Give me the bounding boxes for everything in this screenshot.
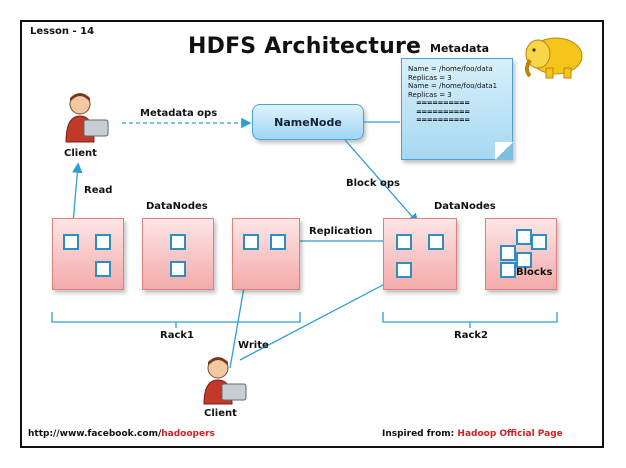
block: [428, 234, 444, 250]
datanode-1: [52, 218, 124, 290]
block: [531, 234, 547, 250]
datanode-2: [142, 218, 214, 290]
footer-inspired-source: Hadoop Official Page: [457, 429, 563, 439]
metadata-document: Name = /home/foo/data Replicas = 3 Name …: [401, 58, 513, 160]
lesson-label: Lesson - 14: [30, 26, 95, 37]
blocks-label: Blocks: [516, 267, 553, 278]
footer-inspired-prefix: Inspired from:: [382, 429, 458, 439]
namenode-box: NameNode: [252, 104, 364, 140]
block: [500, 262, 516, 278]
footer-inspired: Inspired from: Hadoop Official Page: [382, 429, 563, 439]
metadata-heading: Metadata: [430, 42, 490, 55]
hadoop-elephant-icon: [525, 37, 583, 79]
block: [396, 262, 412, 278]
metadata-line: Replicas = 3: [408, 90, 452, 99]
footer-url-prefix: http://www.facebook.com/: [28, 429, 162, 439]
datanode-5: Blocks: [485, 218, 557, 290]
block: [270, 234, 286, 250]
datanode-3: [232, 218, 300, 290]
metadata-line: ==========: [416, 99, 470, 107]
metadata-line: Name = /home/foo/data: [408, 65, 493, 73]
block-ops-arrow: [344, 139, 419, 224]
block: [95, 234, 111, 250]
footer-url[interactable]: http://www.facebook.com/hadoopers: [28, 429, 215, 439]
block: [500, 245, 516, 261]
rack2-brace: [382, 312, 558, 323]
rack1-brace: [51, 312, 301, 323]
metadata-ops-label: Metadata ops: [140, 108, 218, 119]
footer-url-handle: hadoopers: [161, 429, 215, 439]
block: [516, 229, 532, 245]
write-label: Write: [238, 340, 269, 351]
block: [516, 252, 532, 268]
block: [396, 234, 412, 250]
datanodes-right-label: DataNodes: [434, 201, 496, 212]
datanode-4: [383, 218, 457, 290]
client-bottom-label: Client: [204, 408, 237, 419]
replication-label: Replication: [309, 226, 373, 237]
block: [95, 261, 111, 277]
client-top-label: Client: [64, 148, 97, 159]
metadata-line: Name = /home/foo/data1: [408, 82, 498, 90]
block-ops-label: Block ops: [346, 178, 400, 189]
datanodes-left-label: DataNodes: [146, 201, 208, 212]
metadata-line: ==========: [416, 116, 470, 124]
block: [63, 234, 79, 250]
rack1-label: Rack1: [160, 330, 194, 341]
namenode-label: NameNode: [274, 115, 342, 129]
page-fold-corner: [495, 142, 513, 160]
metadata-line: Replicas = 3: [408, 73, 452, 82]
read-label: Read: [84, 185, 113, 196]
block: [170, 261, 186, 277]
metadata-line: ==========: [416, 107, 470, 116]
block: [170, 234, 186, 250]
client-icon: [203, 357, 247, 405]
page-title: HDFS Architecture: [188, 34, 422, 59]
client-icon: [65, 93, 109, 143]
block: [243, 234, 259, 250]
rack2-label: Rack2: [454, 330, 488, 341]
write-replica-arrow: [239, 274, 403, 361]
